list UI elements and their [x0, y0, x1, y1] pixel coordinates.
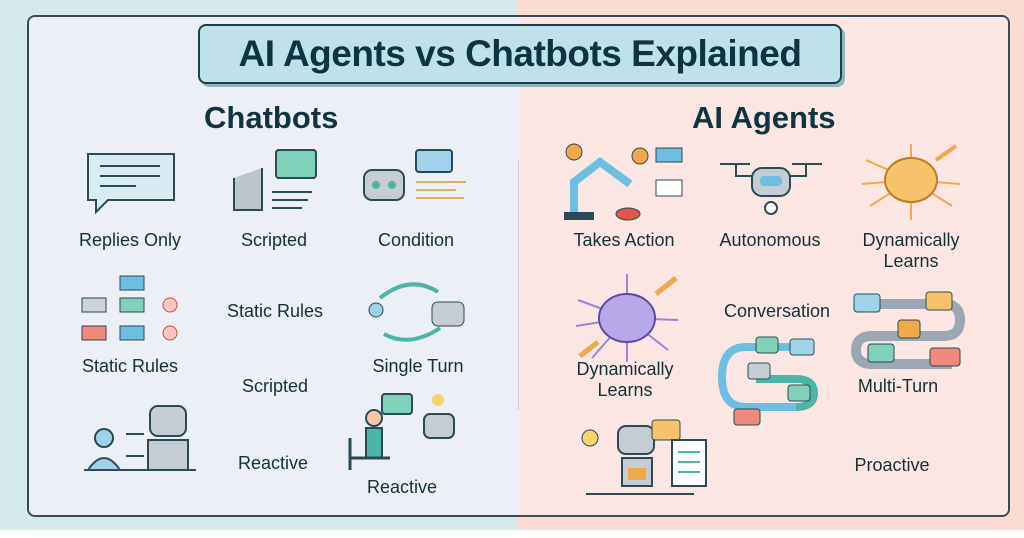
label-replies-only: Replies Only	[78, 230, 182, 250]
conversation-flow-icon	[717, 336, 819, 426]
label-static-rules: Static Rules	[226, 301, 324, 321]
brain-network-purple-icon	[575, 274, 679, 362]
label-reactive: Reactive	[366, 477, 438, 497]
robot-arm-icon	[564, 143, 683, 221]
label-dynamically-learns: Dynamically Learns	[576, 359, 674, 400]
label-condition: Condition	[377, 230, 455, 250]
single-turn-icon	[368, 282, 465, 342]
proactive-robot-icon	[581, 419, 707, 495]
robot-hand-script-icon	[233, 149, 317, 211]
drone-icon	[720, 163, 822, 215]
label-multi-turn: Multi-Turn	[857, 376, 939, 396]
person-chat-robot-icon	[348, 393, 455, 470]
label-scripted: Scripted	[241, 376, 309, 396]
ai-agents-heading: AI Agents	[692, 100, 836, 135]
label-takes-action: Takes Action	[573, 230, 675, 250]
page-title: AI Agents vs Chatbots Explained	[198, 24, 842, 84]
label-scripted: Scripted	[240, 230, 308, 250]
brain-network-icon	[861, 144, 961, 220]
multi-turn-flow-icon	[850, 291, 966, 369]
robot-code-icon	[363, 149, 466, 201]
chat-bubble-icon	[87, 153, 175, 215]
label-autonomous: Autonomous	[719, 230, 821, 250]
flowchart-icon	[81, 275, 178, 341]
label-proactive: Proactive	[854, 455, 930, 475]
label-static-rules: Static Rules	[81, 356, 179, 376]
label-single-turn: Single Turn	[372, 356, 464, 376]
label-reactive: Reactive	[237, 453, 309, 473]
chatbots-heading: Chatbots	[204, 100, 339, 135]
divider	[518, 160, 519, 410]
label-dynamically-learns: Dynamically Learns	[862, 230, 960, 271]
label-conversation: Conversation	[723, 301, 831, 321]
user-robot-icon	[84, 405, 196, 471]
